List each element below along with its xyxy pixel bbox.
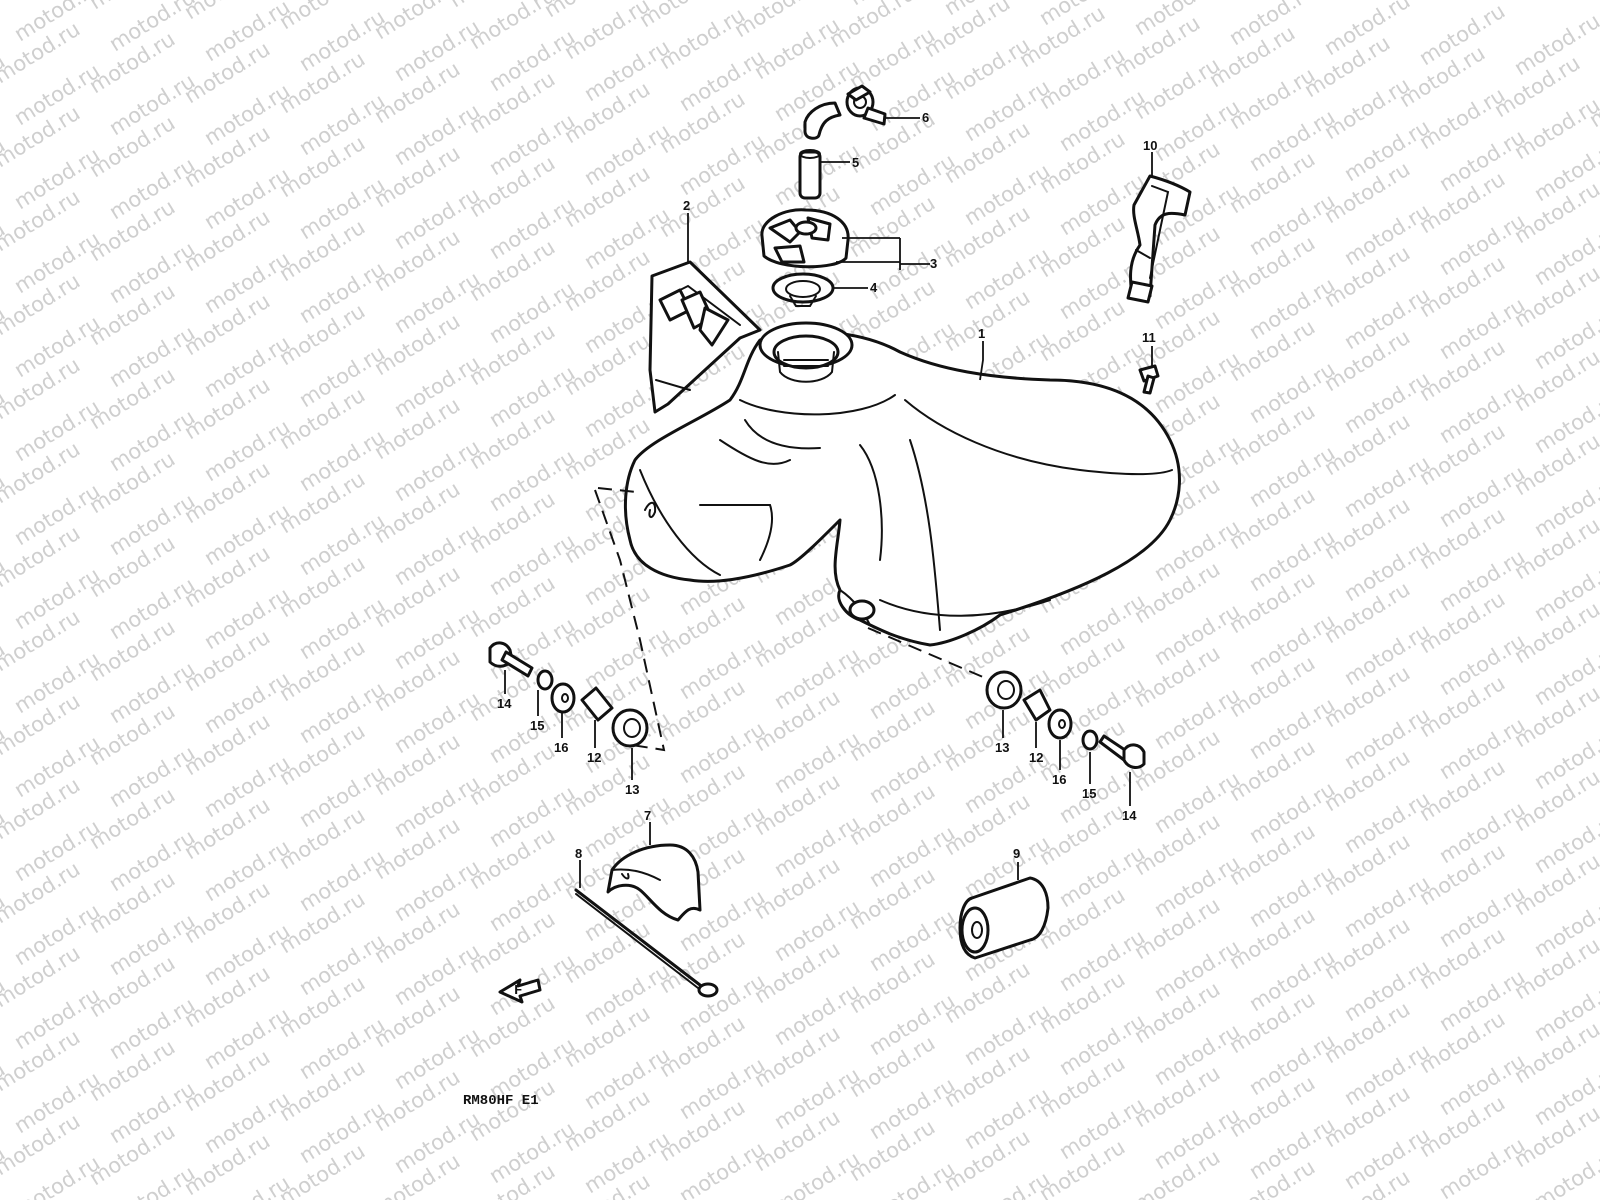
callout-labels: 1 2 3 4 5 6 7 8 9 10 11 12 12 13 13 14 1… xyxy=(497,110,1157,861)
small-bolt xyxy=(1138,364,1160,395)
front-direction-arrow: F xyxy=(498,978,542,1004)
callout-8: 8 xyxy=(575,846,582,861)
callout-11: 11 xyxy=(1142,330,1156,345)
right-mount-hardware xyxy=(985,670,1146,769)
alignment-lines xyxy=(594,487,991,752)
fuel-cap xyxy=(760,208,850,269)
callout-14-right: 14 xyxy=(1122,808,1137,823)
callout-15-right: 15 xyxy=(1082,786,1096,801)
wire-tie xyxy=(574,888,719,998)
callout-3: 3 xyxy=(930,256,937,271)
callout-4: 4 xyxy=(870,280,878,295)
model-code: RM80HF E1 xyxy=(463,1093,539,1109)
fuel-tank xyxy=(623,321,1181,647)
callout-10: 10 xyxy=(1143,138,1157,153)
callout-14-left: 14 xyxy=(497,696,512,711)
cap-gasket xyxy=(771,272,835,307)
callout-9: 9 xyxy=(1013,846,1020,861)
callout-13-right: 13 xyxy=(995,740,1009,755)
callout-2: 2 xyxy=(683,198,690,213)
emblem-panel xyxy=(648,260,762,414)
callout-15-left: 15 xyxy=(530,718,544,733)
rubber-strap xyxy=(1126,174,1192,304)
callout-16-right: 16 xyxy=(1052,772,1066,787)
callout-5: 5 xyxy=(852,155,859,170)
breather-hose xyxy=(798,101,842,200)
callout-12-left: 12 xyxy=(587,750,601,765)
callout-12-right: 12 xyxy=(1029,750,1043,765)
callout-7: 7 xyxy=(644,808,651,823)
watermark-text: motod.ru xyxy=(0,0,9,36)
hose-clip xyxy=(845,84,887,126)
half-cushion xyxy=(606,843,702,922)
callout-16-left: 16 xyxy=(554,740,568,755)
left-mount-hardware xyxy=(488,641,649,748)
leader-lines xyxy=(504,117,1153,888)
rubber-sleeve xyxy=(958,876,1050,960)
direction-arrow-label: F xyxy=(514,983,522,999)
callout-6: 6 xyxy=(922,110,929,125)
callout-1: 1 xyxy=(978,326,985,341)
callout-13-left: 13 xyxy=(625,782,639,797)
